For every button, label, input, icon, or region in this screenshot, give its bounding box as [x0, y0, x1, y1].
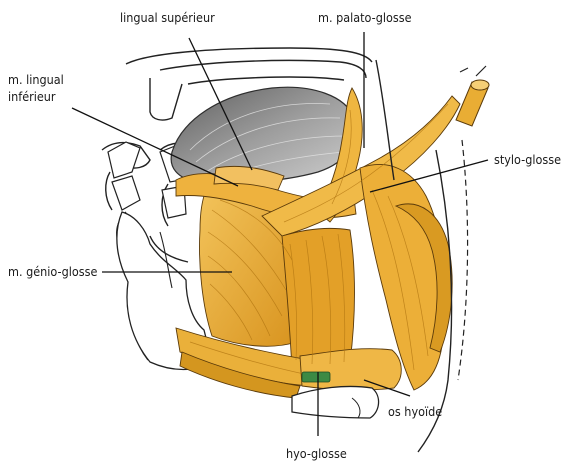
label-stylo-glosse: stylo-glosse: [494, 152, 561, 167]
green-marker: [302, 372, 330, 382]
hyoid-bone: [292, 386, 379, 418]
tongue-dorsum: [171, 87, 356, 183]
label-genio-glosse: m. génio-glosse: [8, 264, 97, 279]
label-lingual-inferieur-line1: m. lingual: [8, 72, 64, 87]
label-hyo-glosse: hyo-glosse: [286, 446, 347, 461]
label-os-hyoide: os hyoïde: [388, 404, 442, 419]
label-lingual-inferieur-line2: inférieur: [8, 89, 56, 104]
label-palato-glosse: m. palato-glosse: [318, 10, 412, 25]
label-lingual-superieur: lingual supérieur: [120, 10, 215, 25]
styloid-process: [456, 66, 489, 126]
